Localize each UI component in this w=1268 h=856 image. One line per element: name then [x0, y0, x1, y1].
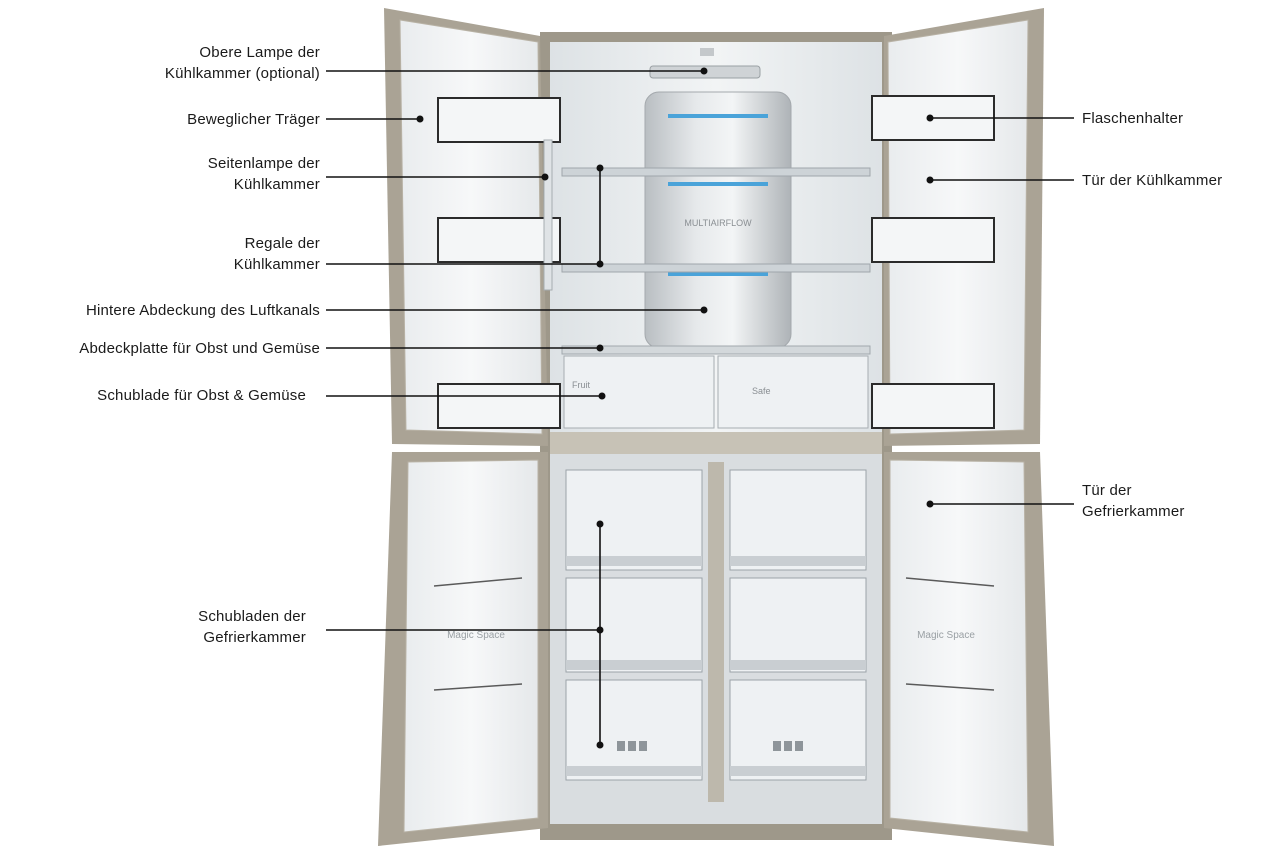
freezer-drawer-displays	[617, 741, 803, 751]
label-line: Regale der	[244, 235, 320, 252]
label-bottle-holder: Flaschenhalter	[1082, 108, 1183, 129]
duct-led-3	[668, 272, 768, 276]
label-line: Beweglicher Träger	[187, 111, 320, 128]
label-line: Abdeckplatte für Obst und Gemüse	[79, 340, 320, 357]
duct-led-1	[668, 114, 768, 118]
right-lower-door-divider-2	[905, 683, 995, 691]
left-lower-door-divider-2	[433, 683, 523, 691]
crisper-drawer-right	[717, 355, 869, 429]
label-line: Tür der	[1082, 482, 1132, 499]
right-door-bin-2	[871, 217, 995, 263]
label-rear-cover: Hintere Abdeckung des Luftkanals	[86, 300, 320, 321]
label-fridge-door: Tür der Kühlkammer	[1082, 170, 1222, 191]
crisper-cover	[561, 345, 871, 355]
freezer-drawer-rims	[566, 556, 866, 776]
right-lower-door-liner	[889, 459, 1029, 833]
left-lower-door-liner	[403, 459, 539, 833]
label-shelves: Regale der Kühlkammer	[234, 233, 320, 275]
crisper-drawer-left	[563, 355, 715, 429]
label-freezer-door: Tür der Gefrierkammer	[1082, 480, 1185, 522]
brand-plate-text: MULTIAIRFLOW	[684, 218, 752, 228]
leader-lines	[326, 70, 1074, 745]
left-door-side-lamp	[543, 139, 553, 291]
left-door-bin-2	[437, 217, 561, 263]
label-side-lamp: Seitenlampe der Kühlkammer	[208, 153, 320, 195]
crisper-right-text: Safe	[752, 386, 771, 396]
label-line: Schubladen der	[198, 608, 306, 625]
left-door-bin-3	[437, 383, 561, 429]
label-line: Seitenlampe der	[207, 155, 320, 172]
freezer-door-right-text: Magic Space	[917, 630, 975, 641]
label-line: Kühlkammer	[233, 256, 320, 273]
crisper-left-text: Fruit	[572, 380, 590, 390]
freezer-door-left-text: Magic Space	[447, 630, 505, 641]
divider-strip	[550, 432, 882, 454]
freezer-drawers	[565, 469, 867, 781]
label-line: Hintere Abdeckung des Luftkanals	[85, 302, 320, 319]
label-crisper-drawer: Schublade für Obst & Gemüse	[97, 385, 306, 406]
label-top-lamp: Obere Lampe der Kühlkammer (optional)	[165, 42, 320, 84]
label-line: Kühlkammer (optional)	[164, 65, 320, 82]
duct-led-2	[668, 182, 768, 186]
shelf-upper	[561, 167, 871, 177]
label-line: Kühlkammer	[233, 176, 320, 193]
right-lower-door-divider-1	[905, 577, 995, 587]
top-lamp-clip	[700, 48, 714, 56]
left-door-bin-1	[437, 97, 561, 143]
shelf-lower	[561, 263, 871, 273]
leader-dots	[416, 67, 934, 749]
label-movable-carrier: Beweglicher Träger	[187, 109, 320, 130]
label-line: Tür der Kühlkammer	[1082, 172, 1223, 189]
left-lower-door-divider-1	[433, 577, 523, 587]
label-line: Gefrierkammer	[1082, 503, 1185, 520]
label-line: Gefrierkammer	[203, 629, 306, 646]
freezer-center-post	[708, 462, 724, 802]
label-freezer-drawers: Schubladen der Gefrierkammer	[198, 606, 306, 648]
right-door-bin-3	[871, 383, 995, 429]
label-line: Flaschenhalter	[1082, 110, 1184, 127]
label-crisper-cover: Abdeckplatte für Obst und Gemüse	[79, 338, 320, 359]
label-line: Schublade für Obst & Gemüse	[97, 387, 306, 404]
label-line: Obere Lampe der	[199, 44, 320, 61]
